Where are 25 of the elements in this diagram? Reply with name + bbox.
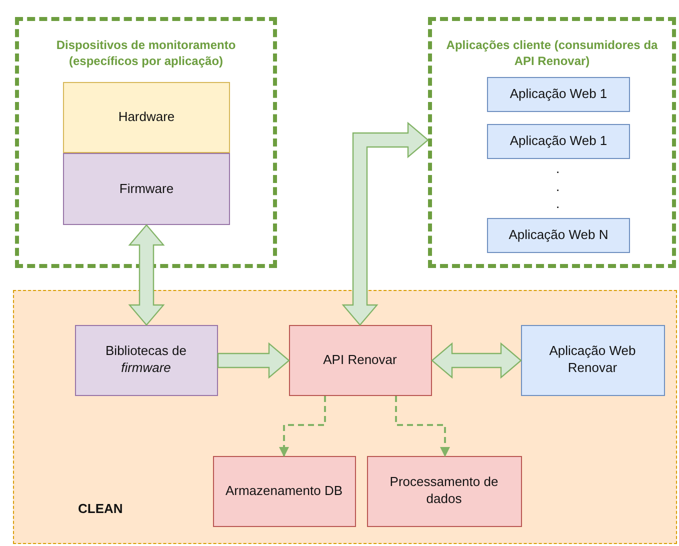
process-box: Aplicação Web 1 [487,77,630,112]
process-box: Processamento de dados [366,456,522,526]
process-box: Hardware [63,82,230,153]
process-box: Aplicação Web N [487,218,630,253]
group-title: Aplicações cliente (consumidores da API Renovar) [445,37,659,70]
group-frame [428,17,676,268]
ellipsis-dot: . [556,162,560,175]
process-box: Aplicação Web 1 [487,124,630,159]
double-block-arrow [431,342,522,379]
process-box: Armazenamento DB [212,456,356,526]
zone-background [13,290,677,544]
group-frame [15,17,277,268]
dashed-arrow [279,396,326,457]
process-box: Bibliotecas de firmware [74,324,218,396]
process-box: Firmware [63,153,230,225]
double-block-arrow [342,122,429,326]
dashed-arrow [395,396,450,457]
process-box: API Renovar [288,324,432,396]
ellipsis-dot: . [556,197,560,210]
process-box: Aplicação Web Renovar [520,324,664,396]
zone-title: CLEAN [78,501,123,516]
group-title: Dispositivos de monitoramento (específicos por aplicação) [55,37,237,70]
ellipsis-dot: . [556,180,560,193]
block-arrow [217,342,290,379]
double-block-arrow [128,224,165,326]
